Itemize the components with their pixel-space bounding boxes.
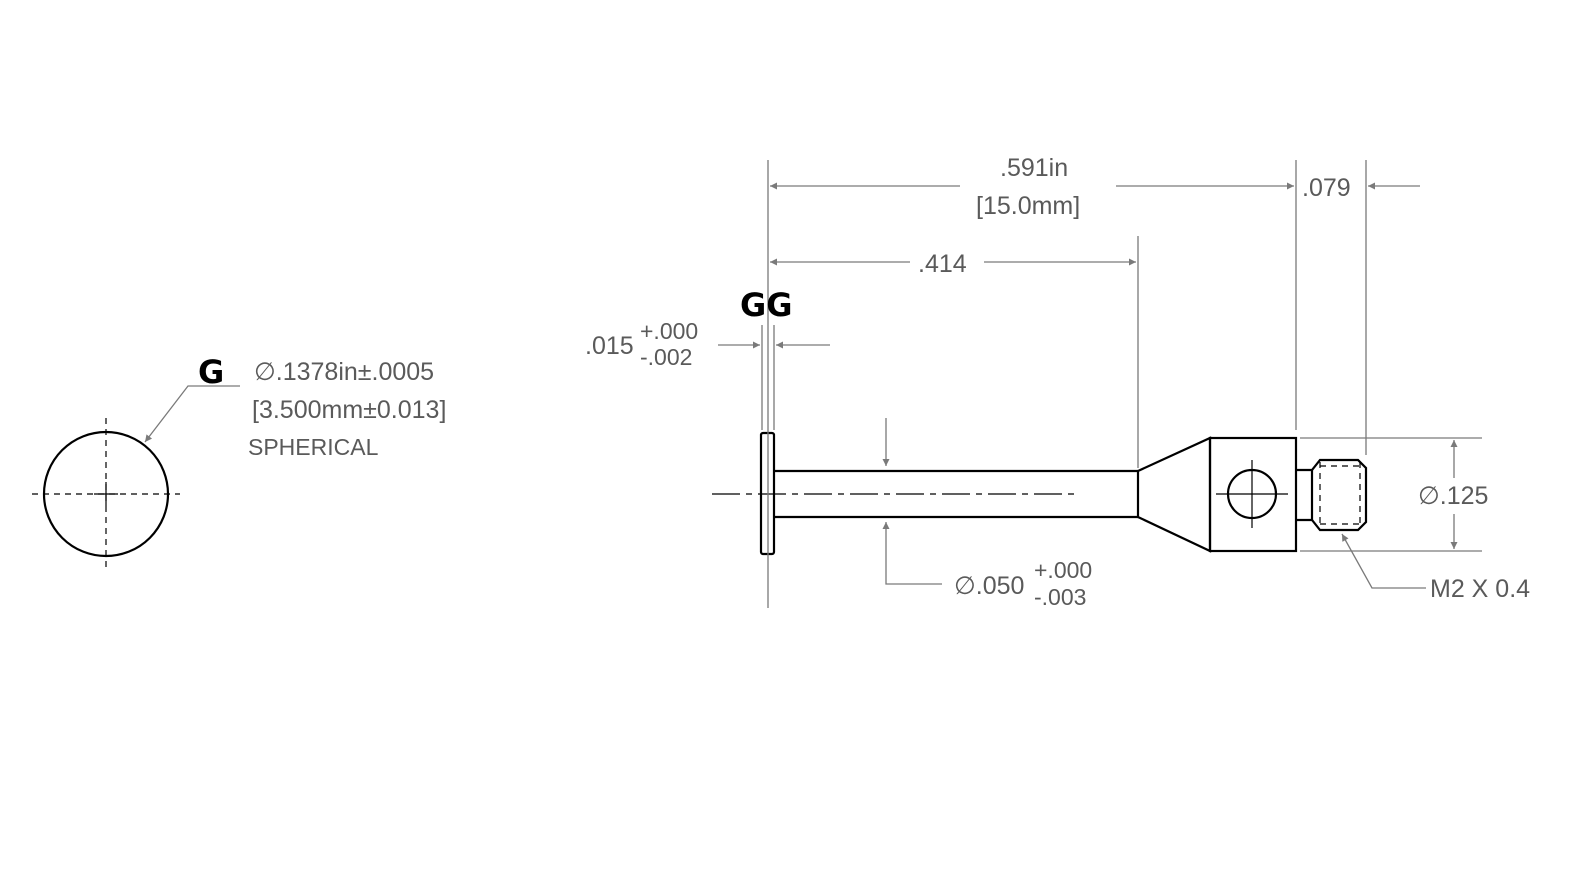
- dimension-text: .591in [15.0mm] .414 .079 GG .015 +.000 …: [585, 154, 1530, 610]
- body-outline: [1208, 436, 1298, 553]
- overall-length-mm: [15.0mm]: [976, 192, 1080, 220]
- sphere-diameter-in: ∅.1378in±.0005: [254, 358, 434, 386]
- thread-spec: M2 X 0.4: [1430, 575, 1530, 603]
- overall-length-in: .591in: [1000, 154, 1068, 182]
- thread-length: .079: [1302, 174, 1351, 202]
- stem-diameter: ∅.050: [954, 572, 1024, 600]
- disc-symbols: GG: [740, 286, 793, 324]
- sphere-view: G ∅.1378in±.0005 [3.500mm±0.013] SPHERIC…: [32, 353, 446, 570]
- disc-tol-minus: -.002: [640, 344, 692, 370]
- stem-length: .414: [918, 250, 967, 278]
- sphere-leader: [144, 385, 240, 443]
- disc-tol-plus: +.000: [640, 318, 698, 344]
- ext-stem-bottom: [882, 522, 942, 585]
- sphere-note: SPHERICAL: [248, 434, 379, 460]
- thread-leader: [1341, 533, 1426, 589]
- cone-outline: [1136, 436, 1212, 553]
- body-diameter: ∅.125: [1418, 482, 1488, 510]
- dimension-lines: [718, 182, 1458, 589]
- stylus-view: [712, 431, 1368, 556]
- sphere-symbol: G: [198, 353, 224, 391]
- disc-thickness: .015: [585, 332, 634, 360]
- stem-tol-minus: -.003: [1034, 584, 1086, 610]
- sphere-diameter-mm: [3.500mm±0.013]: [252, 396, 446, 424]
- extension-lines: [761, 160, 1482, 608]
- stem-tol-plus: +.000: [1034, 557, 1092, 583]
- thread-outline: [1296, 458, 1368, 532]
